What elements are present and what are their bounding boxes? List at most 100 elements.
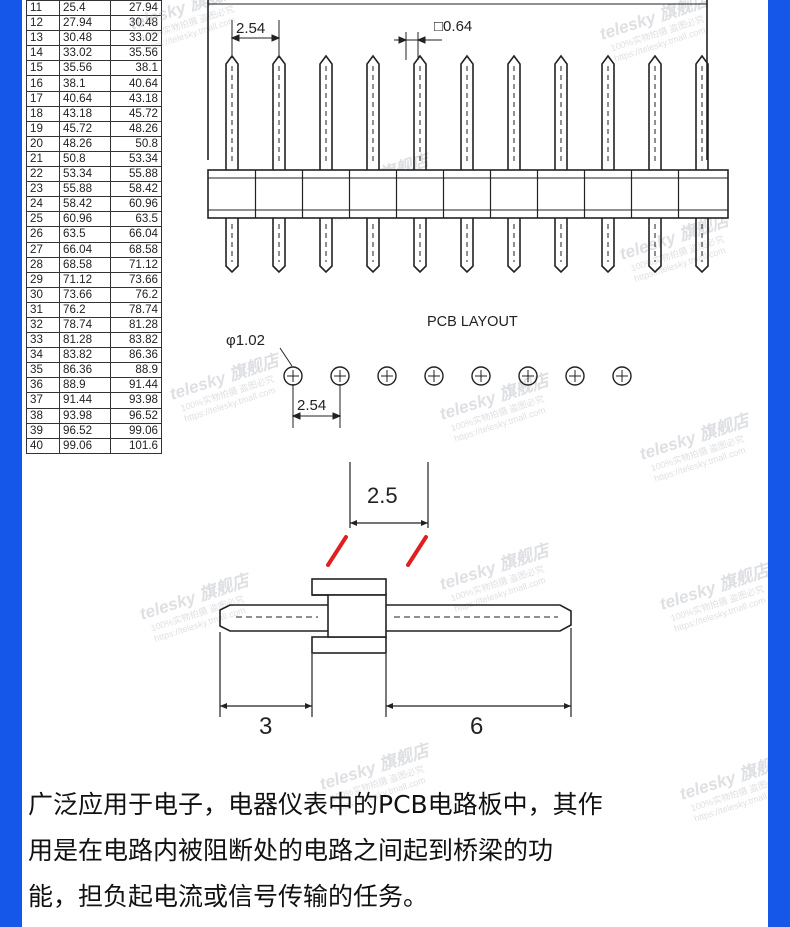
header-pin bbox=[366, 54, 380, 274]
side-view-arrows bbox=[220, 520, 571, 709]
table-cell: 71.12 bbox=[110, 256, 162, 273]
table-cell: 18 bbox=[26, 105, 60, 122]
table-cell: 53.34 bbox=[110, 150, 162, 168]
pitch-label-top: 2.54 bbox=[236, 20, 265, 37]
table-cell: 33.02 bbox=[110, 30, 162, 47]
table-cell: 38.1 bbox=[59, 75, 111, 92]
header-side-view bbox=[219, 462, 572, 717]
pitch-dimension-top bbox=[230, 20, 281, 58]
table-cell: 35 bbox=[26, 362, 60, 379]
short-pin-length-label: 3 bbox=[259, 713, 272, 740]
table-cell: 91.44 bbox=[110, 377, 162, 394]
pcb-hole bbox=[330, 366, 350, 386]
pcb-layout-title: PCB LAYOUT bbox=[427, 314, 518, 330]
pcb-hole bbox=[283, 366, 303, 386]
pin-size-dimension bbox=[394, 32, 442, 60]
highlight-marks bbox=[326, 535, 428, 567]
pin-size-label: □0.64 bbox=[434, 18, 472, 35]
description-line-3: 能，担负起电流或信号传输的任务。 bbox=[28, 882, 429, 911]
description-line-1: 广泛应用于电子，电器仪表中的PCB电路板中，其作 bbox=[28, 790, 603, 819]
table-cell: 93.98 bbox=[110, 392, 162, 409]
table-cell: 33 bbox=[26, 332, 60, 349]
pitch-label-pcb: 2.54 bbox=[297, 397, 326, 414]
table-cell: 15 bbox=[26, 60, 60, 77]
table-cell: 76.2 bbox=[59, 301, 111, 318]
table-cell: 76.2 bbox=[110, 286, 162, 303]
table-cell: 50.8 bbox=[59, 150, 111, 168]
table-cell: 48.26 bbox=[110, 120, 162, 137]
table-cell: 83.82 bbox=[59, 347, 111, 364]
table-cell: 40.64 bbox=[110, 75, 162, 92]
header-pin bbox=[601, 54, 615, 274]
table-cell: 96.52 bbox=[59, 422, 111, 439]
pcb-holes bbox=[283, 366, 632, 386]
pcb-hole bbox=[565, 366, 585, 386]
hole-diameter-label: φ1.02 bbox=[226, 332, 265, 349]
header-pin bbox=[695, 54, 709, 274]
table-cell: 40.64 bbox=[59, 90, 111, 107]
header-pin bbox=[554, 54, 568, 274]
table-cell: 53.34 bbox=[59, 166, 111, 183]
header-pin bbox=[319, 54, 333, 274]
table-cell: 26 bbox=[26, 226, 60, 243]
pcb-hole bbox=[377, 366, 397, 386]
pcb-hole bbox=[518, 366, 538, 386]
description-line-2: 用是在电路内被阻断处的电路之间起到桥梁的功 bbox=[28, 836, 554, 865]
table-cell: 16 bbox=[26, 75, 60, 92]
table-cell: 27.94 bbox=[59, 15, 111, 32]
header-pin bbox=[460, 54, 474, 274]
table-cell: 40 bbox=[26, 437, 60, 454]
pitch-dimension-pcb bbox=[291, 384, 342, 428]
table-cell: 99.06 bbox=[59, 437, 111, 454]
table-cell: 58.42 bbox=[110, 181, 162, 198]
header-front-view bbox=[207, 0, 729, 274]
table-cell: 55.88 bbox=[110, 166, 162, 183]
table-cell: 86.36 bbox=[59, 362, 111, 379]
hole-leader-line bbox=[279, 347, 293, 367]
header-pin bbox=[272, 54, 286, 274]
long-pin-length-label: 6 bbox=[470, 713, 483, 740]
body-width-label: 2.5 bbox=[367, 483, 398, 508]
table-cell: 43.18 bbox=[110, 90, 162, 107]
table-cell: 71.12 bbox=[59, 271, 111, 288]
table-cell: 50.8 bbox=[110, 135, 162, 152]
header-pin bbox=[225, 54, 239, 274]
table-cell: 96.52 bbox=[110, 407, 162, 424]
header-pin bbox=[648, 54, 662, 274]
header-pin bbox=[507, 54, 521, 274]
table-cell: 24 bbox=[26, 196, 60, 213]
table-cell: 101.6 bbox=[110, 437, 162, 454]
table-cell: 30 bbox=[26, 286, 60, 303]
table-cell: 37 bbox=[26, 392, 60, 409]
table-cell: 86.36 bbox=[110, 347, 162, 364]
table-cell: 28 bbox=[26, 256, 60, 273]
table-cell: 73.66 bbox=[59, 286, 111, 303]
table-cell: 66.04 bbox=[110, 226, 162, 243]
header-pin bbox=[413, 54, 427, 274]
